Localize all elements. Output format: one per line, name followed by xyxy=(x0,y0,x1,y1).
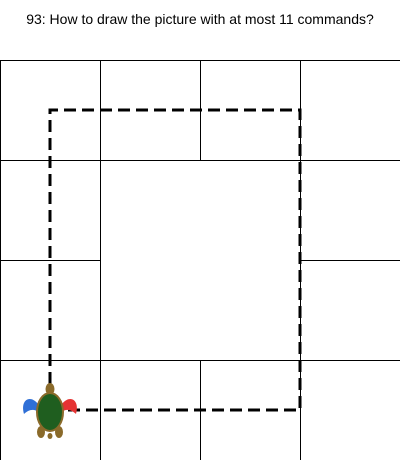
drawing-board xyxy=(0,60,400,460)
turtle-shell xyxy=(36,392,64,432)
turtle-tail xyxy=(47,433,53,439)
turtle-head xyxy=(45,383,55,395)
turtle-right-flipper xyxy=(62,399,77,414)
board-canvas xyxy=(0,60,400,460)
turtle-left-flipper xyxy=(23,399,38,414)
task-header: 93: How to draw the picture with at most… xyxy=(0,0,400,60)
task-title: 93: How to draw the picture with at most… xyxy=(26,11,374,27)
turtle-icon xyxy=(23,383,77,439)
target-path xyxy=(48,108,302,412)
